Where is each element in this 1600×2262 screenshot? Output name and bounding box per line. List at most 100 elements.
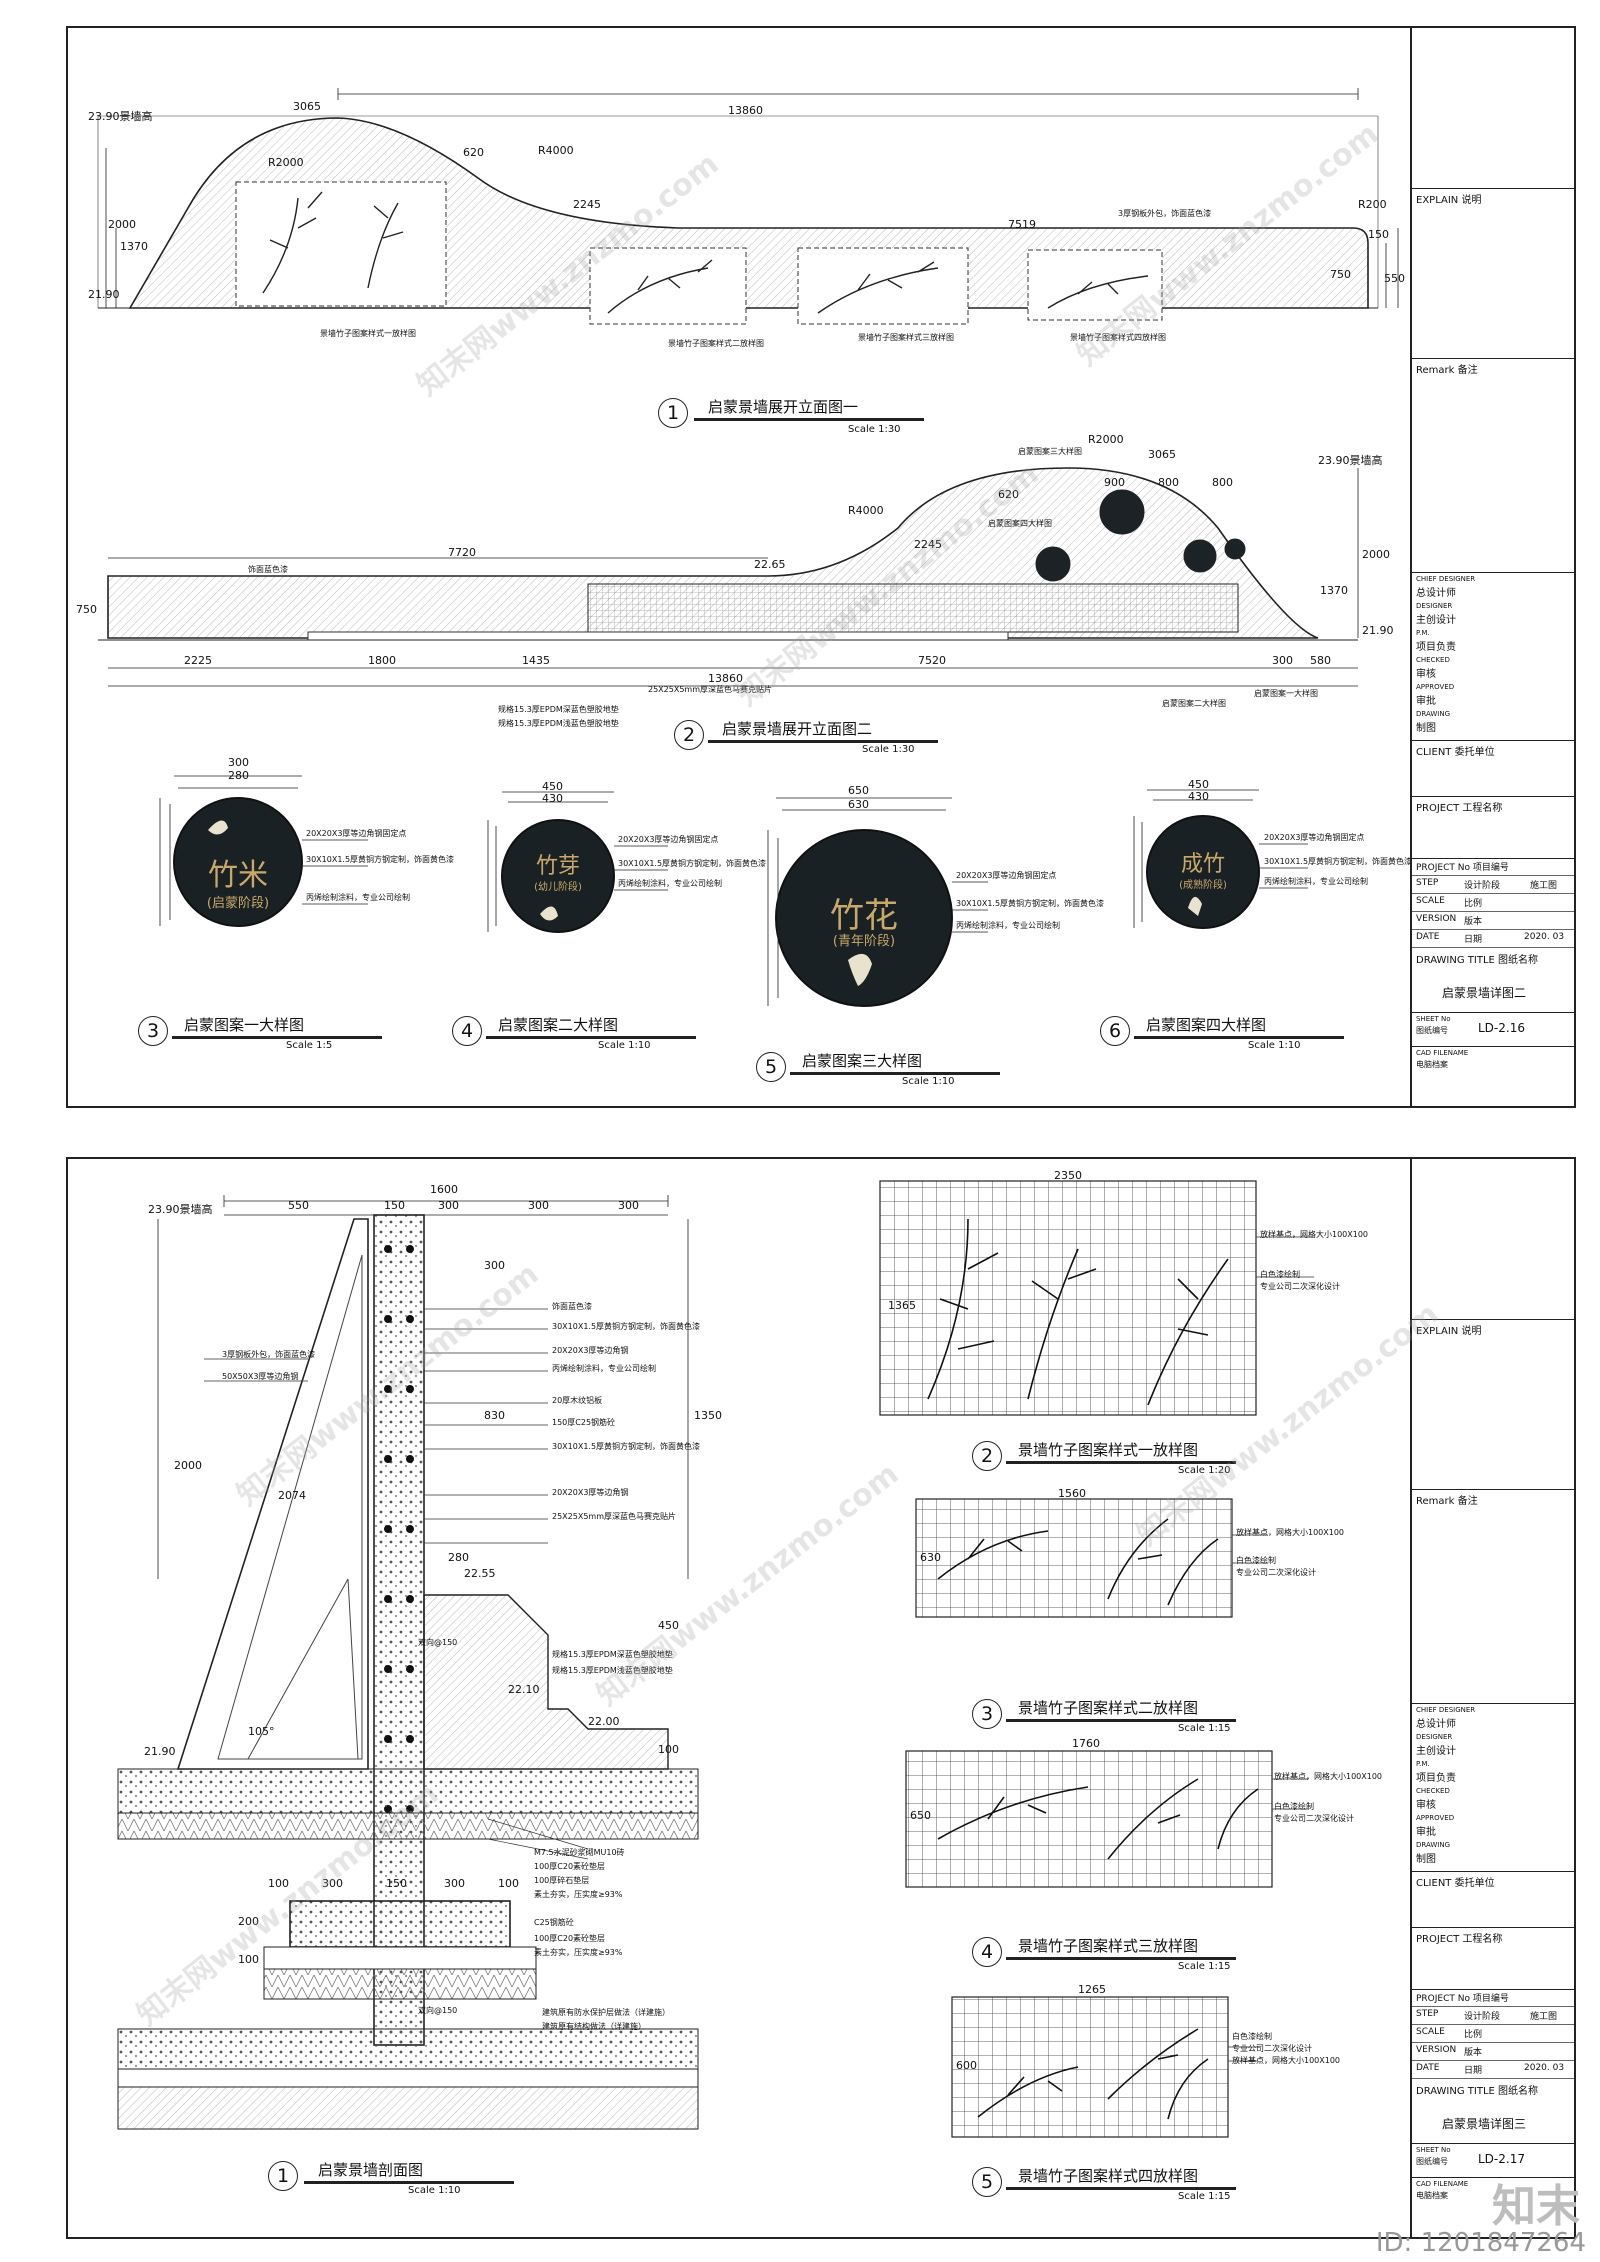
view-number-2: 2 <box>674 720 704 750</box>
section-note-10: 25X25X5mm厚深蓝色马赛克贴片 <box>552 1512 676 1521</box>
title-underline <box>790 1072 1000 1075</box>
tb-project: PROJECT 工程名称 <box>1412 1927 1574 1990</box>
view-number-1b: 1 <box>268 2161 298 2191</box>
emblem-4-stage: (成熟阶段) <box>1179 880 1227 891</box>
emblem-3-note-brass: 30X10X1.5厚黄铜方钢定制，饰面黄色漆 <box>956 899 1105 908</box>
tb-cad-label: CAD FILENAME <box>1416 1049 1469 1057</box>
dim-620: 620 <box>463 146 484 159</box>
emblem-4-circle <box>1146 815 1260 929</box>
tb-scale-label: SCALE <box>1416 896 1445 906</box>
dim-150-b: 150 <box>386 1877 407 1890</box>
tb-role-en: APPROVED <box>1416 1814 1455 1822</box>
dim-3065: 3065 <box>1148 448 1176 461</box>
emblem-4-note-brass: 30X10X1.5厚黄铜方钢定制，饰面黄色漆 <box>1264 857 1413 866</box>
note-epdm-light: 规格15.3厚EPDM浅蓝色塑胶地垫 <box>498 719 619 728</box>
dim-2074: 2074 <box>278 1489 306 1502</box>
dim-arc-length: 3065 <box>293 100 321 113</box>
tb-role-cn: 审批 <box>1416 696 1436 707</box>
pattern-grid-1 <box>879 1180 1257 1416</box>
section-footing <box>289 1900 511 1948</box>
section-note-13: M7.5水泥砂浆砌MU10砖 <box>534 1848 625 1857</box>
callout-detail-3: 启蒙图案一大样图 <box>1254 689 1318 698</box>
tb-explain-label: EXPLAIN 说明 <box>1416 1326 1482 1337</box>
view-number-1: 1 <box>658 398 688 428</box>
tb-sheet-no: SHEET No 图纸编号 LD-2.17 <box>1412 2143 1574 2178</box>
tb-role-en: DESIGNER <box>1416 1733 1453 1741</box>
pattern-1-height: 1365 <box>888 1299 916 1312</box>
detail-3-scale: Scale 1:10 <box>902 1076 955 1087</box>
section-note-8: 30X10X1.5厚黄铜方钢定制，饰面黄色漆 <box>552 1442 701 1451</box>
section-note-7: 150厚C25钢筋砼 <box>552 1418 616 1427</box>
view-number-4: 4 <box>452 1016 482 1046</box>
view-number-2b: 2 <box>972 1441 1002 1471</box>
image-id-label: ID: 1201847264 <box>1375 2228 1586 2258</box>
section-note-20: 双向@150 <box>418 1638 458 1647</box>
tb-cad: CAD FILENAME 电脑档案 <box>1412 1046 1574 1106</box>
pattern-3-width: 1760 <box>1072 1737 1100 1750</box>
title-underline <box>304 2181 514 2184</box>
dim-1350: 1350 <box>694 1409 722 1422</box>
title-underline <box>1134 1036 1344 1039</box>
emblem-1-name: 竹米 <box>208 858 268 893</box>
dim-top-elevation-2: 23.90景墙高 <box>1318 454 1383 467</box>
dim-1600: 1600 <box>430 1183 458 1196</box>
tb-drawing-title-label: DRAWING TITLE 图纸名称 <box>1416 2086 1539 2097</box>
dim-top-elevation-3: 23.90景墙高 <box>148 1203 213 1216</box>
tb-role-en: CHIEF DESIGNER <box>1416 575 1476 583</box>
drawing-sheet-2: 1600 550 150 300 300 300 23.90景墙高 2000 2… <box>66 1157 1576 2239</box>
tb-remark: Remark 备注 <box>1412 1489 1574 1704</box>
section-note-3: 30X10X1.5厚黄铜方钢定制，饰面黄色漆 <box>552 1322 701 1331</box>
dim-1370: 1370 <box>120 240 148 253</box>
section-note-6: 20厚木纹铝板 <box>552 1396 603 1405</box>
tb-role-cn: 总设计师 <box>1416 588 1456 599</box>
detail-4-scale: Scale 1:10 <box>1248 1040 1301 1051</box>
tb-scale: SCALE 比例 <box>1412 894 1574 912</box>
section-note-17: C25钢筋砼 <box>534 1918 574 1927</box>
tb-client: CLIENT 委托单位 <box>1412 1871 1574 1928</box>
section-note-12: 规格15.3厚EPDM浅蓝色塑胶地垫 <box>552 1666 673 1675</box>
tb-step-cn: 设计阶段 <box>1464 2012 1501 2022</box>
title-block-1: EXPLAIN 说明 Remark 备注 CHIEF DESIGNER 总设计师… <box>1410 28 1574 1106</box>
emblem-1-note-paint: 丙烯绘制涂料，专业公司绘制 <box>306 893 410 902</box>
dim-300-e: 300 <box>322 1877 343 1890</box>
tb-role-en: DESIGNER <box>1416 602 1453 610</box>
brand-logo: 知末 <box>1492 2181 1580 2232</box>
pattern-3-note-0: 放样基点，网格大小100X100 <box>1274 1772 1383 1781</box>
emblem-4-note-angle: 20X20X3厚等边角钢固定点 <box>1264 833 1365 842</box>
section-note-14: 100厚C20素砼垫层 <box>534 1862 606 1871</box>
section-note-23: 建筑原有结构做法（详建施） <box>542 2022 646 2031</box>
pattern-2-scale: Scale 1:15 <box>1178 1723 1231 1734</box>
tb-scale-cn: 比例 <box>1464 899 1483 909</box>
section-drawing-svg <box>117 1180 1314 2138</box>
tb-role-en: DRAWING <box>1416 1841 1451 1849</box>
callout-detail-5: 启蒙图案三大样图 <box>1018 447 1082 456</box>
dim-1370-b: 1370 <box>1320 584 1348 597</box>
pattern-3-title: 景墙竹子图案样式三放样图 <box>1018 1937 1199 1955</box>
tb-project-no-label: PROJECT No 项目编号 <box>1416 863 1509 873</box>
pattern-4-scale: Scale 1:15 <box>1178 2191 1231 2202</box>
dim-300: 300 <box>1272 654 1293 667</box>
tb-client: CLIENT 委托单位 <box>1412 740 1574 797</box>
section-note-21: 双向@150 <box>418 2006 458 2015</box>
tb-project-label: PROJECT 工程名称 <box>1416 1934 1503 1945</box>
tb-sheet-no-value: LD-2.17 <box>1478 2152 1525 2166</box>
dim-ground-elevation-3: 21.90 <box>144 1745 176 1758</box>
emblem-2-note-paint: 丙烯绘制涂料，专业公司绘制 <box>618 879 722 888</box>
detail-4-title: 启蒙图案四大样图 <box>1146 1016 1267 1034</box>
pattern-1-width: 2350 <box>1054 1169 1082 1182</box>
elevation-1-scale: Scale 1:30 <box>848 424 901 435</box>
tb-project-no: PROJECT No 项目编号 <box>1412 858 1574 876</box>
title-underline <box>172 1036 382 1039</box>
tb-role-cn: 制图 <box>1416 1854 1436 1865</box>
tb-drawing-title: DRAWING TITLE 图纸名称 启蒙景墙详图三 <box>1412 2079 1574 2144</box>
dim-100-d: 100 <box>238 1953 259 1966</box>
section-note-2: 饰面蓝色漆 <box>552 1302 592 1311</box>
tb-cad: CAD FILENAME 电脑档案 <box>1412 2177 1574 2237</box>
tb-date-value: 2020. 03 <box>1524 932 1565 942</box>
tb-explain: EXPLAIN 说明 <box>1412 1319 1574 1490</box>
emblem-4-name: 成竹 <box>1180 852 1225 877</box>
